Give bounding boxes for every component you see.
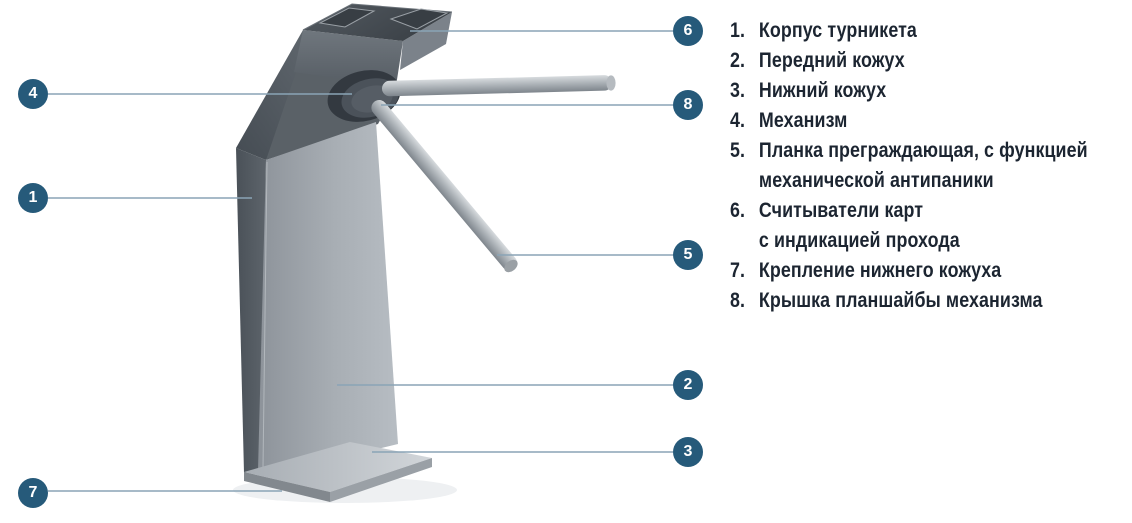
legend-item-6: 6. Считыватели карт с индикацией прохода [730, 196, 1130, 256]
front-cover-panel [258, 122, 398, 471]
housing-side [236, 148, 266, 473]
legend-item-1: 1. Корпус турникета [730, 16, 1130, 46]
legend-item-number: 3. [730, 79, 746, 102]
barrier-arm-right-cap [606, 75, 616, 91]
barrier-arm-diagonal-cap [504, 259, 518, 273]
legend-item-number: 6. [730, 199, 746, 222]
base-plate-edge-left [244, 472, 330, 502]
legend-item-number: 8. [730, 289, 746, 312]
legend-item-number: 1. [730, 19, 746, 42]
legend-item-2: 2. Передний кожух [730, 46, 1130, 76]
legend-item-label: Нижний кожух [758, 79, 887, 102]
head-side [400, 12, 452, 70]
legend-item-label: Крепление нижнего кожуха [758, 259, 1002, 282]
barrier-arm-diagonal [371, 100, 518, 271]
legend-item-7: 7. Крепление нижнего кожуха [730, 256, 1130, 286]
base-plate-top [244, 442, 432, 492]
barrier-arm-right [381, 75, 612, 97]
legend-item-4: 4. Механизм [730, 106, 1130, 136]
legend-item-number: 2. [730, 49, 746, 72]
base-plate-edge-right [330, 458, 432, 502]
parts-legend: 1. Корпус турникета 2. Передний кожух 3.… [730, 16, 1130, 316]
card-reader-right [389, 8, 449, 30]
front-cover-highlight [262, 161, 268, 469]
legend-item-3: 3. Нижний кожух [730, 76, 1130, 106]
callout-badge-2: 2 [673, 370, 703, 400]
legend-item-label: Корпус турникета [758, 19, 917, 42]
legend-item-label: Планка преграждающая, с функцией механич… [758, 139, 1088, 192]
legend-item-label: Передний кожух [758, 49, 905, 72]
legend-item-8: 8. Крышка планшайбы механизма [730, 286, 1130, 316]
callout-badge-1: 1 [18, 183, 48, 213]
legend-item-label: Крышка планшайбы механизма [758, 289, 1043, 312]
callout-badge-3: 3 [673, 437, 703, 467]
legend-item-label: Считыватели карт с индикацией прохода [758, 199, 960, 252]
legend-item-number: 7. [730, 259, 746, 282]
callout-badge-5: 5 [673, 240, 703, 270]
callout-badge-7: 7 [18, 478, 48, 508]
callout-badge-8: 8 [673, 90, 703, 120]
legend-item-5: 5. Планка преграждающая, с функцией меха… [730, 136, 1130, 196]
legend-item-label: Механизм [758, 109, 848, 132]
legend-item-number: 5. [730, 139, 746, 162]
callout-badge-6: 6 [673, 16, 703, 46]
callout-lines [48, 30, 673, 492]
callout-badge-4: 4 [18, 79, 48, 109]
legend-item-number: 4. [730, 109, 746, 132]
card-reader-left [318, 7, 376, 28]
